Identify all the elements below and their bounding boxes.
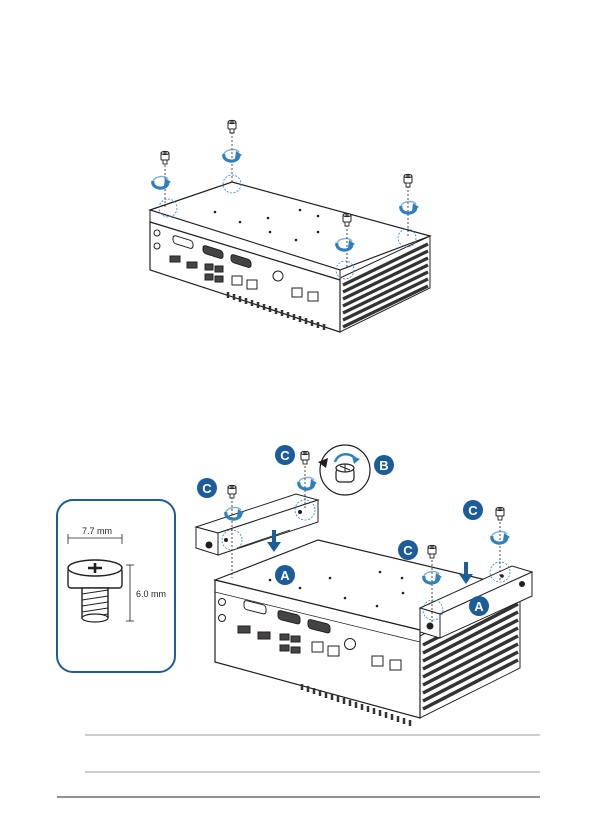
callout-a-label: A	[280, 568, 290, 583]
screw-icon	[161, 151, 169, 164]
rotate-arrow-icon	[492, 532, 510, 544]
mounting-bracket-left	[196, 494, 318, 555]
callout-c-label: C	[468, 503, 478, 518]
rotate-arrow-icon	[224, 150, 242, 162]
screw-icon	[228, 485, 236, 498]
callout-c-label: C	[202, 481, 212, 496]
callout-c-label: C	[280, 448, 290, 463]
callout-a: A	[275, 565, 295, 585]
screw-icon	[301, 451, 309, 464]
screw-icon	[428, 545, 436, 558]
detail-magnifier	[318, 445, 370, 495]
rotate-arrow-icon	[153, 177, 171, 189]
screw-icon	[496, 507, 504, 520]
callout-a: A	[469, 596, 489, 616]
callout-b: B	[374, 455, 394, 475]
callout-a-label: A	[474, 599, 484, 614]
callout-b-label: B	[379, 458, 388, 473]
screw-length-label: 6.0 mm	[136, 589, 166, 599]
callout-c: C	[197, 478, 217, 498]
device-bracket-assembly: A A B C C C C	[196, 445, 532, 726]
callout-c: C	[275, 445, 295, 465]
head-diameter-label: 7.7 mm	[82, 526, 112, 536]
callout-c: C	[463, 500, 483, 520]
device-top-view	[150, 120, 430, 332]
callout-c-label: C	[403, 543, 413, 558]
screw-icon	[404, 174, 412, 187]
rotate-arrow-icon	[401, 202, 419, 214]
rotate-arrow-icon	[299, 478, 317, 490]
screw-spec-inset: 7.7 mm 6.0 mm	[57, 500, 175, 672]
screw-icon	[228, 120, 236, 133]
callout-c: C	[398, 540, 418, 560]
